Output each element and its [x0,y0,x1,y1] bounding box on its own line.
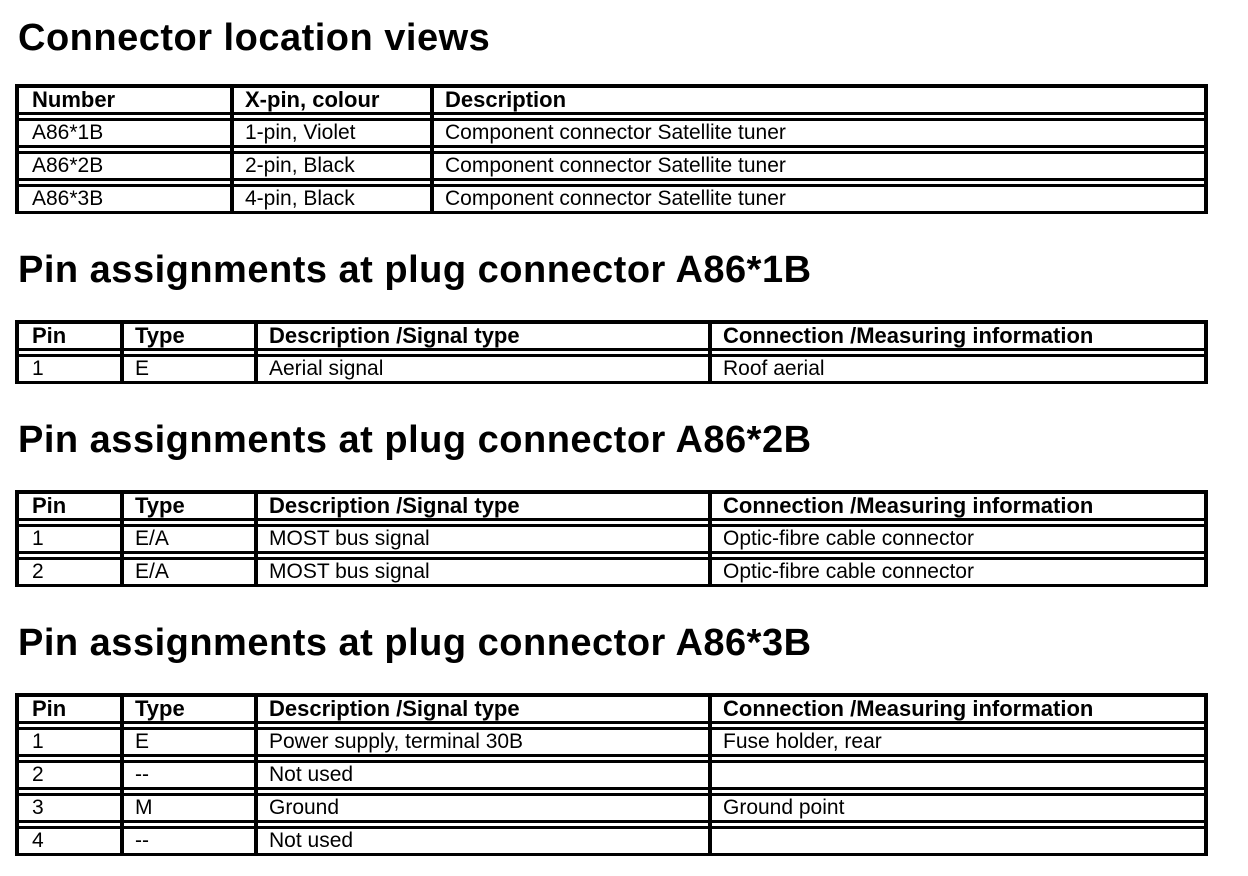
column-divider [708,693,712,856]
table-cell: 2-pin, Black [245,154,355,177]
table-cell: 1-pin, Violet [245,121,356,144]
table-header-cell: Number [32,88,116,112]
table-row: A86*2B 2-pin, Black Component connector … [19,151,1204,181]
table-cell: 2 [32,560,44,583]
table-cell: 4 [32,829,44,852]
table-cell: -- [135,763,149,786]
table-header-cell: Type [135,697,185,721]
table-header-row: Pin Type Description /Signal type Connec… [19,693,1204,724]
column-divider [230,84,234,214]
column-divider [120,490,124,587]
table-cell: Aerial signal [269,357,384,380]
table-cell: Roof aerial [723,357,825,380]
table-row: 2 E/A MOST bus signal Optic-fibre cable … [19,557,1204,587]
table-cell: Ground [269,796,340,819]
column-divider [120,693,124,856]
column-divider [708,320,712,384]
table-cell: 1 [32,527,44,550]
table-cell: Optic-fibre cable connector [723,560,974,583]
table-header-cell: Description /Signal type [269,494,520,518]
table-cell: MOST bus signal [269,527,430,550]
table-header-cell: Connection /Measuring information [723,697,1094,721]
table-header-cell: Type [135,494,185,518]
table-cell: A86*2B [32,154,104,177]
pin-table-a86-3b: Pin Type Description /Signal type Connec… [15,693,1208,856]
section-heading-a86-3b: Pin assignments at plug connector A86*3B [18,622,812,664]
table-cell: E/A [135,527,169,550]
table-header-cell: X-pin, colour [245,88,380,112]
table-row: 3 M Ground Ground point [19,793,1204,823]
table-header-cell: Pin [32,324,67,348]
table-cell: A86*3B [32,187,104,210]
table-header-cell: Connection /Measuring information [723,494,1094,518]
table-cell: M [135,796,153,819]
table-cell: A86*1B [32,121,104,144]
table-cell: Ground point [723,796,845,819]
pin-table-a86-2b: Pin Type Description /Signal type Connec… [15,490,1208,587]
table-header-cell: Description [445,88,567,112]
column-divider [708,490,712,587]
table-row: A86*1B 1-pin, Violet Component connector… [19,118,1204,148]
table-row: 4 -- Not used [19,826,1204,856]
table-cell: Component connector Satellite tuner [445,154,786,177]
column-divider [254,693,258,856]
table-cell: Optic-fibre cable connector [723,527,974,550]
table-header-cell: Type [135,324,185,348]
table-header-row: Number X-pin, colour Description [19,84,1204,115]
column-divider [254,490,258,587]
section-heading-a86-2b: Pin assignments at plug connector A86*2B [18,419,812,461]
table-header-cell: Description /Signal type [269,324,520,348]
table-cell [710,829,1204,853]
table-cell: 4-pin, Black [245,187,355,210]
column-divider [120,320,124,384]
table-row: A86*3B 4-pin, Black Component connector … [19,184,1204,214]
table-cell: 1 [32,357,44,380]
table-cell: -- [135,829,149,852]
column-divider [430,84,434,214]
table-header-cell: Pin [32,697,67,721]
table-cell: E [135,730,150,753]
table-header-row: Pin Type Description /Signal type Connec… [19,320,1204,351]
table-cell: Not used [269,829,354,852]
table-header-cell: Description /Signal type [269,697,520,721]
table-header-cell: Connection /Measuring information [723,324,1094,348]
table-cell: MOST bus signal [269,560,430,583]
column-divider [254,320,258,384]
table-cell [710,763,1204,787]
table-cell: Not used [269,763,354,786]
table-row: 1 E Power supply, terminal 30B Fuse hold… [19,727,1204,757]
page-title: Connector location views [18,17,491,59]
table-cell: 1 [32,730,44,753]
table-cell: Power supply, terminal 30B [269,730,524,753]
section-heading-a86-1b: Pin assignments at plug connector A86*1B [18,249,812,291]
table-row: 2 -- Not used [19,760,1204,790]
table-cell: Fuse holder, rear [723,730,882,753]
pin-table-a86-1b: Pin Type Description /Signal type Connec… [15,320,1208,384]
table-header-row: Pin Type Description /Signal type Connec… [19,490,1204,521]
table-cell: 2 [32,763,44,786]
table-cell: E/A [135,560,169,583]
table-cell: 3 [32,796,44,819]
table-row: 1 E Aerial signal Roof aerial [19,354,1204,384]
table-row: 1 E/A MOST bus signal Optic-fibre cable … [19,524,1204,554]
table-cell: Component connector Satellite tuner [445,121,786,144]
table-header-cell: Pin [32,494,67,518]
table-cell: Component connector Satellite tuner [445,187,786,210]
table-cell: E [135,357,150,380]
connector-location-table: Number X-pin, colour Description A86*1B … [15,84,1208,214]
